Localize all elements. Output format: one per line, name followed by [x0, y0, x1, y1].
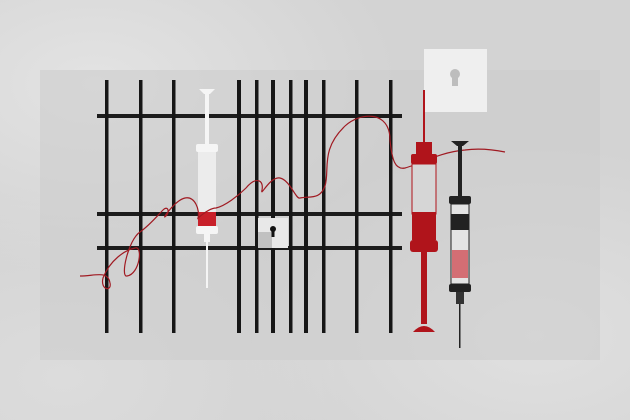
large-keyhole-plate: [424, 49, 487, 112]
vertical-bars: [105, 80, 393, 333]
white-syringe: [196, 89, 218, 288]
red-syringe: [410, 90, 438, 332]
red-thread: [79, 115, 506, 290]
black-syringe: [449, 141, 471, 348]
small-keyhole-plate: [258, 218, 288, 248]
horizontal-bars: [97, 114, 402, 250]
